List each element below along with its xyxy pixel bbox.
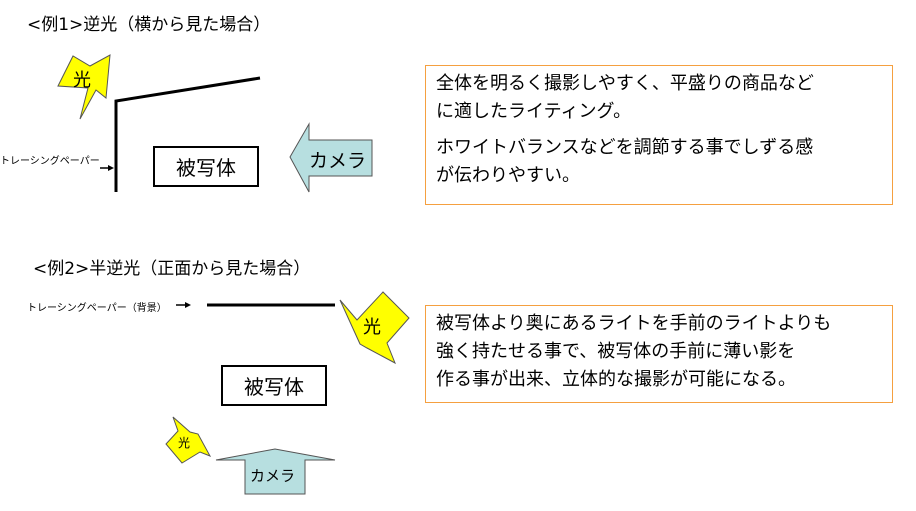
light-burst-2 — [339, 291, 410, 365]
camera-arrow-2 — [215, 448, 336, 495]
paper-label-1: トレーシングペーパー — [0, 156, 100, 167]
arrowhead-icon — [185, 302, 191, 308]
camera-label-1: カメラ — [309, 150, 367, 172]
subject-label: 被写体 — [176, 156, 236, 180]
main-light-label: 光 — [363, 317, 381, 338]
example2-title: <例2>半逆光（正面から見た場合） — [33, 259, 311, 279]
description-line: ホワイトバランスなどを調節する事でしずる感 — [436, 137, 814, 158]
description-line: が伝わりやすい。 — [436, 165, 580, 186]
description-box-2: 被写体より奥にあるライトを手前のライトよりも 強く持たせる事で、被写体の手前に薄… — [425, 305, 893, 403]
paper-label-2: トレーシングペーパー（背景） — [27, 303, 167, 314]
description-line: 作る事が出来、立体的な撮影が可能になる。 — [436, 369, 796, 390]
tracing-paper-1 — [114, 76, 261, 192]
camera-arrow-1 — [289, 122, 373, 193]
subject-label: 被写体 — [244, 375, 304, 399]
light-burst-1 — [57, 54, 111, 120]
sub-light-label: 光 — [178, 436, 191, 450]
subject-box-2: 被写体 — [221, 365, 327, 406]
light-label-1: 光 — [73, 70, 91, 91]
description-line: 被写体より奥にあるライトを手前のライトよりも — [436, 313, 832, 334]
example1-title: <例1>逆光（横から見た場合） — [27, 15, 271, 35]
description-line: 全体を明るく撮影しやすく、平盛りの商品など — [436, 73, 814, 94]
subject-box-1: 被写体 — [153, 146, 259, 187]
light-burst-3 — [165, 416, 212, 464]
description-line: 強く持たせる事で、被写体の手前に薄い影を — [436, 341, 796, 362]
arrowhead-icon — [108, 165, 114, 171]
description-box-1: 全体を明るく撮影しやすく、平盛りの商品など に適したライティング。 ホワイトバラ… — [425, 65, 893, 205]
camera-label-2: カメラ — [250, 467, 296, 485]
description-line: に適したライティング。 — [436, 101, 632, 122]
